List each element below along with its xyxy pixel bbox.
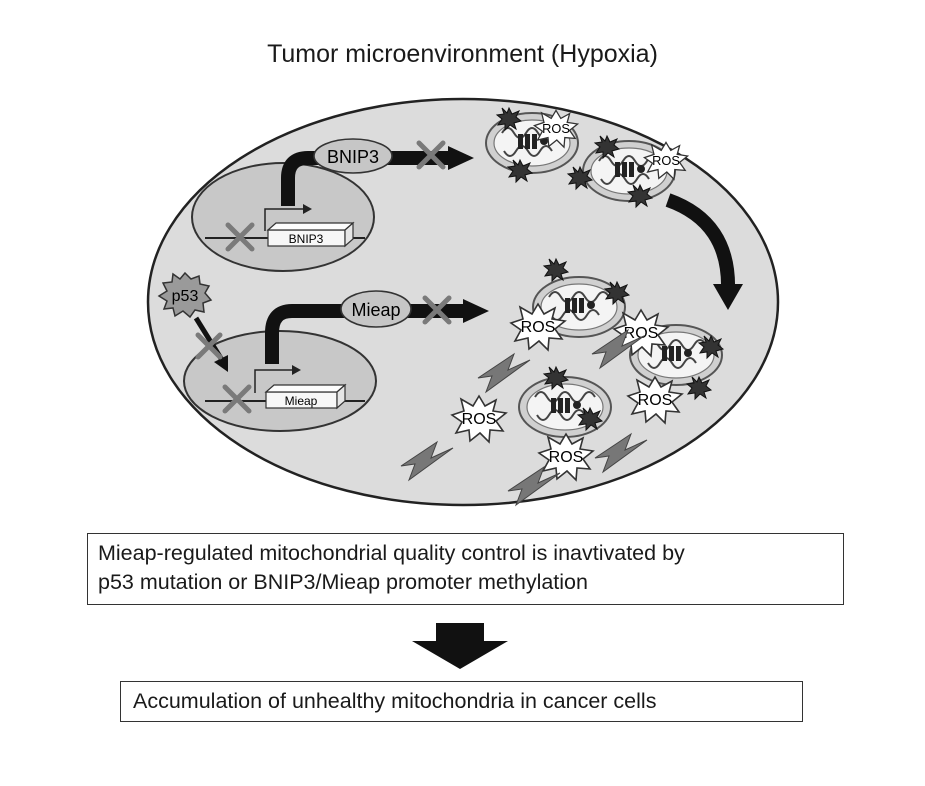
- mieap-protein-label: Mieap: [351, 300, 400, 320]
- svg-text:ROS: ROS: [624, 325, 659, 342]
- ros-burst: ROS: [613, 309, 669, 357]
- summary-line-2: p53 mutation or BNIP3/Mieap promoter met…: [98, 570, 588, 594]
- bnip3-protein-oval: [313, 138, 393, 174]
- ros-burst: ROS: [533, 109, 579, 148]
- svg-text:ROS: ROS: [521, 319, 556, 336]
- svg-text:ROS: ROS: [549, 449, 584, 466]
- mieap-protein-oval: [340, 290, 412, 328]
- block-x-top: [416, 140, 446, 170]
- promoter-arrow-bottom: [254, 369, 292, 393]
- summary-box: Mieap-regulated mitochondrial quality co…: [87, 533, 844, 605]
- svg-text:ROS: ROS: [542, 121, 570, 136]
- promoter-arrow-top: [264, 208, 303, 231]
- p53-mutation-x: [195, 332, 223, 360]
- methylation-x-top: [225, 222, 255, 252]
- ros-burst: ROS: [627, 376, 683, 424]
- svg-text:ROS: ROS: [638, 392, 673, 409]
- gene-box-top: BNIP3: [266, 221, 355, 248]
- p53-label: p53: [172, 288, 199, 305]
- summary-line-1: Mieap-regulated mitochondrial quality co…: [98, 541, 685, 565]
- methylation-x-bottom: [222, 384, 252, 414]
- bnip3-protein-label: BNIP3: [327, 147, 379, 167]
- expression-arrow-bottom: [265, 304, 465, 364]
- ros-burst: ROS: [451, 395, 507, 443]
- result-box: Accumulation of unhealthy mitochondria i…: [120, 681, 803, 722]
- ros-burst: ROS: [510, 303, 566, 351]
- expression-arrow-top: [281, 151, 450, 206]
- p53-starburst: p53: [157, 271, 213, 319]
- diagram-title: Tumor microenvironment (Hypoxia): [267, 40, 658, 68]
- down-arrow: [412, 623, 508, 669]
- ros-burst: ROS: [538, 433, 594, 481]
- mitochondrion: [518, 376, 612, 438]
- block-x-bottom: [422, 295, 452, 325]
- svg-text:ROS: ROS: [462, 411, 497, 428]
- ros-burst: ROS: [643, 141, 689, 180]
- gene-box-bottom: Mieap: [264, 383, 347, 410]
- transition-arrow: [665, 193, 736, 291]
- result-text: Accumulation of unhealthy mitochondria i…: [133, 689, 657, 713]
- gene-label-bottom: Mieap: [285, 394, 318, 408]
- gene-label-top: BNIP3: [289, 232, 324, 246]
- svg-text:ROS: ROS: [652, 153, 680, 168]
